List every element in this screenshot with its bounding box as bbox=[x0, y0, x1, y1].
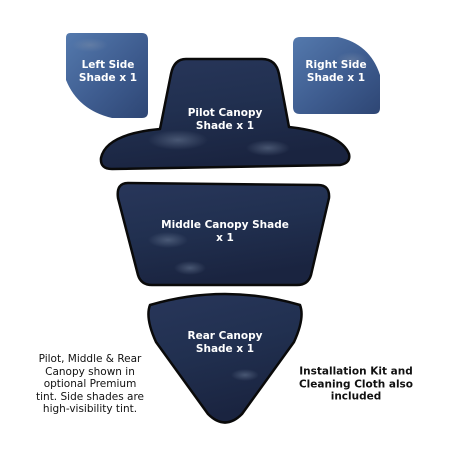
rear-canopy-label-line1: Rear Canopy bbox=[187, 330, 263, 342]
right-side-label-line1: Right Side bbox=[305, 59, 367, 71]
tint-note: Pilot, Middle & Rear Canopy shown in opt… bbox=[36, 353, 144, 416]
right-side-label: Right Side Shade x 1 bbox=[305, 59, 366, 85]
right-side-label-line2: Shade x 1 bbox=[306, 72, 366, 84]
tint-note-line3: optional Premium bbox=[43, 377, 137, 390]
tint-note-line2: Canopy shown in bbox=[45, 365, 135, 378]
kit-note-line3: included bbox=[330, 390, 382, 403]
middle-canopy-label-line2: x 1 bbox=[216, 232, 234, 244]
kit-note-line2: Cleaning Cloth also bbox=[298, 377, 414, 390]
kit-note: Installation Kit and Cleaning Cloth also… bbox=[299, 365, 413, 403]
rear-canopy-label-line2: Shade x 1 bbox=[195, 343, 255, 355]
left-side-cloud bbox=[72, 38, 108, 52]
pilot-canopy-label-line1: Pilot Canopy bbox=[187, 107, 263, 119]
tint-note-line5: high-visibility tint. bbox=[42, 402, 138, 415]
left-side-label: Left Side Shade x 1 bbox=[79, 59, 137, 85]
rear-canopy-shade bbox=[147, 292, 303, 424]
rear-canopy-label: Rear Canopy Shade x 1 bbox=[188, 330, 263, 356]
middle-canopy-cloud bbox=[148, 232, 188, 248]
middle-canopy-shade bbox=[116, 181, 331, 287]
left-side-label-line2: Shade x 1 bbox=[78, 72, 138, 84]
right-side-cloud bbox=[336, 52, 368, 68]
rear-canopy-cloud bbox=[231, 369, 259, 381]
pilot-canopy-label-line2: Shade x 1 bbox=[195, 120, 255, 132]
middle-canopy-cloud-2 bbox=[174, 261, 206, 275]
left-side-shade bbox=[66, 33, 148, 118]
kit-note-line1: Installation Kit and bbox=[299, 365, 413, 378]
pilot-canopy-cloud-2 bbox=[246, 140, 290, 156]
pilot-canopy-label: Pilot Canopy Shade x 1 bbox=[188, 107, 263, 133]
tint-note-line4: tint. Side shades are bbox=[36, 390, 144, 403]
tint-note-line1: Pilot, Middle & Rear bbox=[38, 352, 142, 365]
left-side-label-line1: Left Side bbox=[81, 59, 135, 71]
middle-canopy-label-line1: Middle Canopy Shade bbox=[161, 219, 289, 231]
pilot-canopy-cloud bbox=[148, 130, 208, 150]
middle-canopy-label: Middle Canopy Shade x 1 bbox=[161, 219, 289, 245]
